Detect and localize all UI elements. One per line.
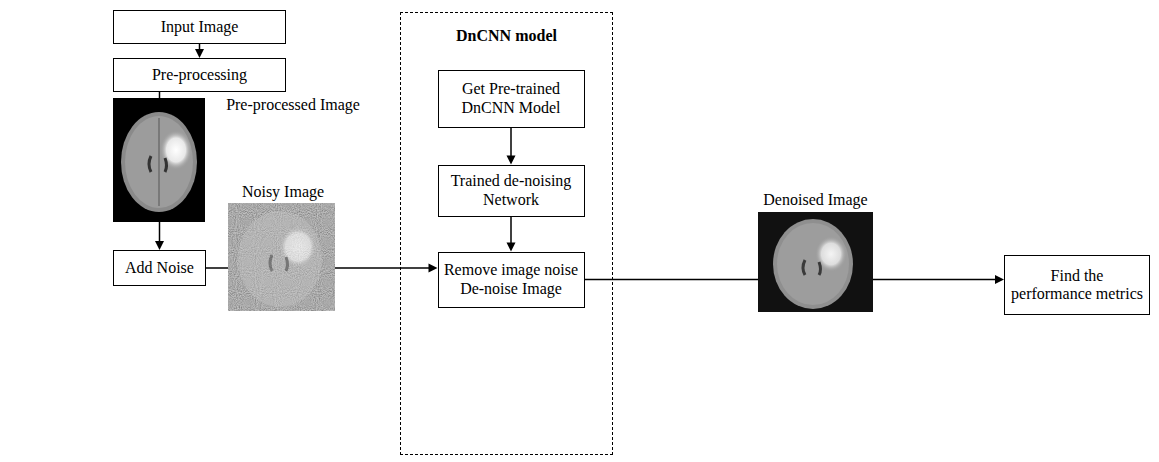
group-heading: DnCNN model xyxy=(401,27,612,45)
box-label: Find the performance metrics xyxy=(1010,267,1144,304)
box-label: Input Image xyxy=(161,18,239,36)
image-caption: Denoised Image xyxy=(763,190,868,209)
process-box: Find the performance metrics xyxy=(1004,255,1150,315)
box-label: Remove image noise De-noise Image xyxy=(444,261,579,298)
box-label: Trained de-noising Network xyxy=(444,172,579,209)
box-label: Pre-processing xyxy=(152,66,247,84)
model-group-box: DnCNN modelGet Pre-trained DnCNN ModelTr… xyxy=(400,12,613,455)
denoised-mri xyxy=(758,212,873,312)
process-box: Input Image xyxy=(113,10,286,44)
process-box: Get Pre-trained DnCNN Model xyxy=(438,70,585,128)
process-box: Remove image noise De-noise Image xyxy=(438,252,585,308)
box-label: Add Noise xyxy=(125,259,194,277)
process-box: Trained de-noising Network xyxy=(438,165,585,217)
process-box: Pre-processing xyxy=(113,58,286,92)
process-box: Add Noise xyxy=(113,250,206,286)
box-label: Get Pre-trained DnCNN Model xyxy=(444,80,579,117)
flow-arrow xyxy=(507,128,516,165)
flow-arrow xyxy=(195,44,204,58)
preprocessed-mri xyxy=(113,98,205,222)
image-caption: Pre-processed Image xyxy=(218,95,368,114)
noisy-mri xyxy=(228,203,335,311)
image-caption: Noisy Image xyxy=(228,182,338,201)
flow-arrow xyxy=(507,217,516,252)
